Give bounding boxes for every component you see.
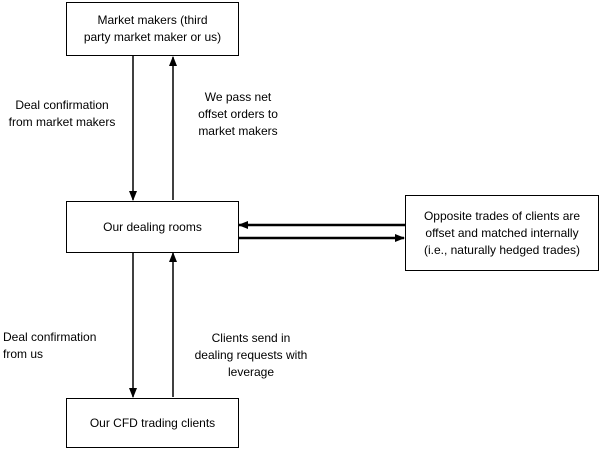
market-makers-line-2: party market maker or us) — [83, 30, 222, 44]
internal-matching-line-2: offset and matched internally — [425, 225, 579, 240]
net-offset-orders-label: We pass net offset orders to market make… — [198, 90, 278, 138]
internal-matching-line-3: (i.e., naturally hedged trades) — [423, 242, 581, 257]
deal-confirmation-us-label: Deal confirmation from us — [3, 330, 97, 361]
internal-matching-line-1: Opposite trades of clients are — [423, 208, 581, 223]
cfd-clients-label: Our CFD trading clients — [89, 415, 216, 430]
clients-send-label: Clients send in dealing requests with le… — [194, 331, 308, 379]
internal-matching-box: Opposite trades of clients are offset an… — [405, 195, 599, 271]
market-makers-line-1: Market makers (third — [97, 13, 208, 27]
dealing-rooms-label: Our dealing rooms — [103, 219, 202, 234]
market-makers-box: Market makers (third party market maker … — [66, 2, 239, 56]
dealing-rooms-box: Our dealing rooms — [66, 201, 239, 253]
cfd-clients-box: Our CFD trading clients — [66, 398, 239, 448]
deal-confirmation-mm-label: Deal confirmation from market makers — [8, 98, 116, 129]
